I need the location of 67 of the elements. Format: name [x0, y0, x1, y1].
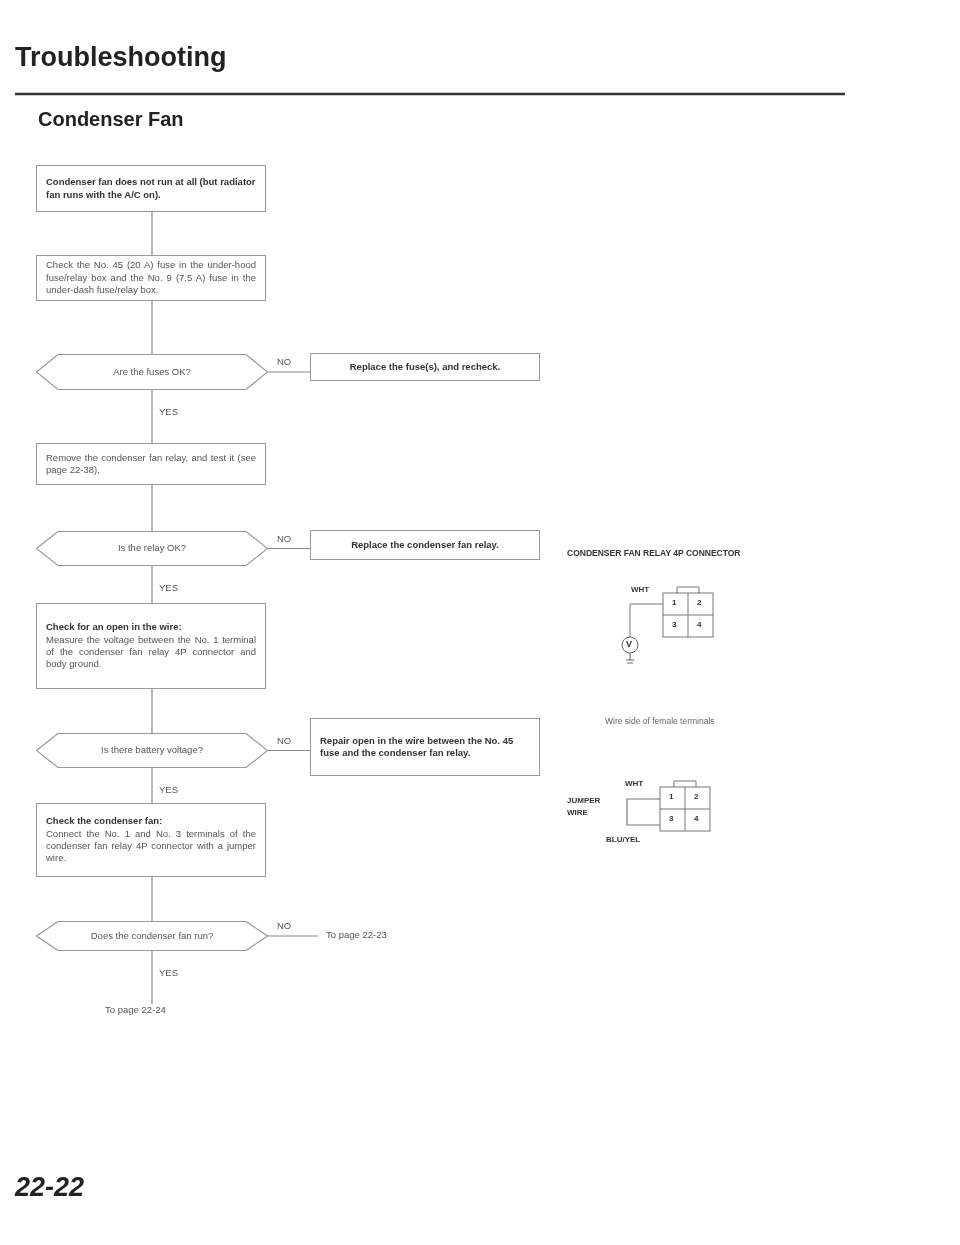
page-reference: To page 22-23	[326, 929, 387, 942]
decision-hexagon	[36, 921, 268, 951]
meter-letter: V	[626, 639, 632, 649]
edge-label: YES	[158, 968, 179, 979]
edge-label: YES	[158, 407, 179, 418]
wire-color: WHT	[631, 585, 650, 594]
terminal-number: 2	[697, 598, 702, 607]
question-text: Are the fuses OK?	[113, 365, 191, 379]
step-text: Connect the No. 1 and No. 3 terminals of the condenser fan relay 4P connector with a jumper wire.	[46, 827, 256, 865]
page-title: Troubleshooting	[15, 42, 227, 73]
edge-label: NO	[276, 735, 293, 746]
terminal-number: 1	[672, 598, 677, 607]
connector-line	[267, 371, 311, 373]
question-text: Is the relay OK?	[117, 542, 187, 555]
connector-title: CONDENSER FAN RELAY 4P CONNECTOR	[567, 548, 741, 558]
wire-color: BLU/YEL	[606, 835, 641, 844]
terminal-number: 1	[669, 792, 674, 801]
connector-line	[151, 950, 153, 1005]
step-text: Replace the condenser fan relay.	[350, 538, 500, 552]
step-text: Measure the voltage between the No. 1 terminal of the condenser fan relay 4P connector and body ground.	[46, 633, 256, 671]
terminal-number: 4	[694, 814, 699, 823]
edge-label: NO	[276, 921, 293, 932]
note-text: Wire side of female terminals	[605, 716, 715, 726]
connector-line	[151, 767, 153, 804]
process-box	[310, 718, 540, 776]
connector-line	[267, 935, 319, 937]
connector-line	[267, 547, 311, 550]
question-text: Is there battery voltage?	[101, 744, 203, 757]
step-text: Repair open in the wire between the No. 45 fuse and the condenser fan relay.	[320, 734, 515, 760]
connector-line	[151, 211, 153, 256]
process-box	[310, 353, 540, 381]
terminal-number: 3	[672, 620, 677, 629]
process-box	[36, 603, 266, 689]
jumper-label: JUMPER WIRE	[567, 795, 602, 819]
section-heading: Condenser Fan	[38, 108, 184, 131]
connector-line	[151, 484, 153, 532]
step-text: Condenser fan does not run at all (but radiator fan runs with the A/C on).	[46, 176, 256, 201]
wire-color: WHT	[625, 779, 644, 788]
step-text: Check the No. 45 (20 A) fuse in the under-hood fuse/relay box and the No. 9 (7.5 A) fuse in the under-dash fuse/relay box.	[46, 259, 256, 297]
terminal-number: 3	[669, 814, 674, 823]
terminal-number: 4	[697, 620, 702, 629]
connector-line	[151, 300, 153, 355]
connector-line	[151, 389, 153, 444]
edge-label: YES	[158, 785, 179, 796]
process-box	[36, 803, 266, 877]
question-text: Does the condenser fan run?	[90, 929, 214, 943]
step-text: Remove the condenser fan relay, and test it (see page 22-38).	[46, 451, 256, 477]
edge-label: YES	[158, 583, 179, 594]
edge-label: NO	[276, 357, 293, 368]
process-box	[310, 530, 540, 560]
decision-hexagon	[36, 531, 268, 566]
decision-hexagon	[36, 354, 268, 390]
decision-hexagon	[36, 733, 268, 768]
step-heading: Check the condenser fan:	[46, 815, 164, 828]
connector-line	[151, 876, 153, 922]
connector-line	[267, 749, 311, 752]
step-text: Replace the fuse(s), and recheck.	[348, 360, 502, 374]
page-number: 22-22	[15, 1172, 85, 1203]
page-reference: To page 22-24	[105, 1004, 166, 1017]
connector-line	[151, 688, 153, 734]
process-box	[36, 443, 266, 485]
terminal-number: 2	[694, 792, 699, 801]
edge-label: NO	[276, 533, 293, 544]
step-heading: Check for an open in the wire:	[46, 621, 183, 634]
connector-line	[151, 565, 153, 604]
process-box	[36, 255, 266, 301]
process-box	[36, 165, 266, 212]
